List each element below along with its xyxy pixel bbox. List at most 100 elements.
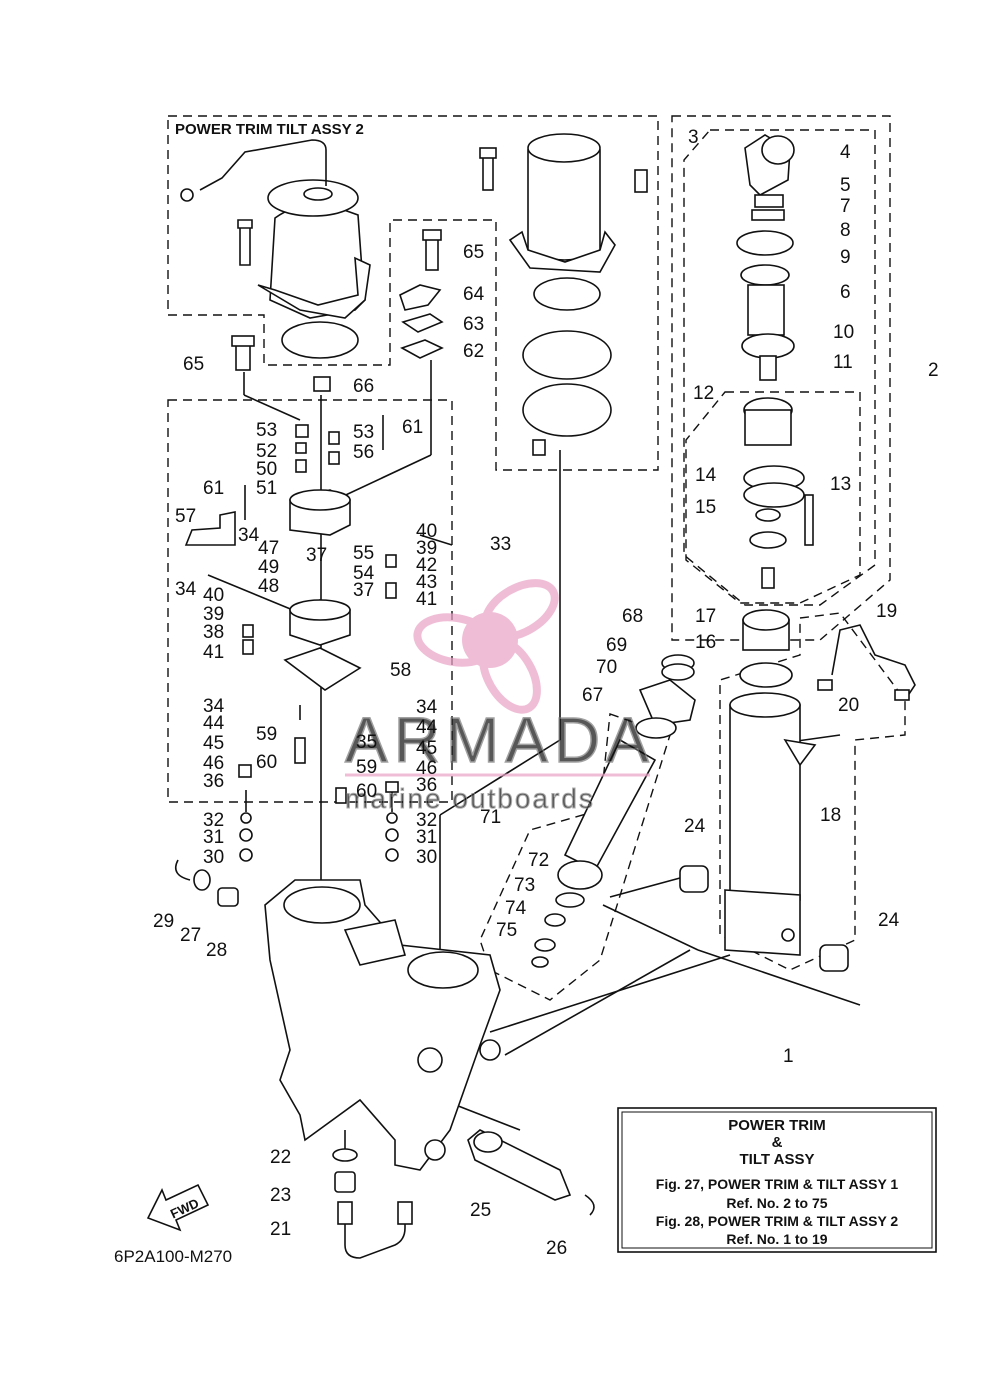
callout: 75 [496,920,517,941]
callout: 32 [203,810,224,831]
callout: 36 [203,771,224,792]
callout: 34 [175,579,197,600]
callout: 11 [833,352,853,373]
callout: 61 [203,478,224,499]
callout-numbers: 1 2 3 4 5 7 8 9 6 10 11 12 13 14 15 17 1… [153,127,939,1259]
callout: 39 [416,538,437,559]
legend-line-1: POWER TRIM [728,1117,826,1134]
callout: 56 [353,442,374,463]
valve-body-assy [184,415,399,862]
callout: 34 [238,525,260,546]
callout: 7 [840,196,851,217]
callout: 69 [606,635,627,656]
callout: 44 [416,717,438,738]
callout: 52 [256,441,277,462]
fwd-arrow-icon: FWD [146,1183,210,1232]
callout: 22 [270,1147,291,1168]
pump-parts-62-66 [231,229,444,392]
callout: 40 [416,521,437,542]
callout: 45 [416,738,437,759]
callout: 45 [203,733,224,754]
callout: 30 [416,847,437,868]
callout: 31 [416,827,437,848]
callout: 44 [203,713,225,734]
armada-watermark: ARMADA marine outboards [344,579,655,815]
assembly-boundaries [167,115,906,1001]
callout: 38 [203,622,224,643]
callout: 24 [878,910,900,931]
manifold-bracket [174,859,501,1171]
callout: 6 [840,282,851,303]
tilt-cylinder-parts [679,134,916,972]
callout: 13 [830,474,851,495]
callout: 46 [203,753,224,774]
callout: 27 [180,925,201,946]
callout: 32 [416,810,437,831]
callout: 29 [153,911,174,932]
callout: 28 [206,940,227,961]
callout: 37 [353,580,374,601]
motor-assy-2 [180,139,371,359]
callout: 15 [695,497,716,518]
callout: 21 [270,1219,291,1240]
callout: 64 [463,284,485,305]
callout: 18 [820,805,841,826]
callout: 2 [928,360,939,381]
callout: 10 [833,322,854,343]
callout: 49 [258,557,279,578]
callout: 31 [203,827,224,848]
callout: 72 [528,850,549,871]
callout: 42 [416,555,437,576]
callout: 33 [490,534,511,555]
callout: 58 [390,660,411,681]
callout: 50 [256,459,277,480]
callout: 62 [463,341,484,362]
watermark-tagline: marine outboards [345,783,595,814]
legend-box: POWER TRIM & TILT ASSY Fig. 27, POWER TR… [617,1107,937,1253]
callout: 23 [270,1185,291,1206]
callout: 30 [203,847,224,868]
callout: 4 [840,142,851,163]
callout: 20 [838,695,859,716]
callout: 37 [306,545,327,566]
callout: 9 [840,247,851,268]
callout: 67 [582,685,603,706]
callout: 65 [463,242,484,263]
callout: 60 [356,781,377,802]
callout: 8 [840,220,851,241]
callout: 71 [480,807,501,828]
callout: 34 [416,697,438,718]
callout: 53 [256,420,277,441]
callout: 46 [416,758,437,779]
piston-parts-67-75 [531,654,696,968]
callout: 12 [693,383,714,404]
callout: 34 [203,696,225,717]
legend-line-4: Fig. 27, POWER TRIM & TILT ASSY 1 [656,1176,899,1192]
callout: 19 [876,601,897,622]
callout: 36 [416,775,437,796]
callout: 43 [416,572,437,593]
callout: 26 [546,1238,567,1259]
callout: 57 [175,506,196,527]
callout: 41 [416,589,437,610]
callout: 24 [684,816,706,837]
callout: 68 [622,606,643,627]
lower-parts [332,1129,595,1259]
callout: 48 [258,576,279,597]
callout: 5 [840,175,851,196]
legend-line-6: Fig. 28, POWER TRIM & TILT ASSY 2 [656,1213,899,1229]
legend-line-3: TILT ASSY [740,1151,815,1168]
callout: 74 [505,898,527,919]
callout: 53 [353,422,374,443]
legend-line-7: Ref. No. 1 to 19 [726,1231,827,1247]
callout: 39 [203,604,224,625]
callout: 51 [256,478,277,499]
legend-line-2: & [772,1134,783,1151]
callout: 70 [596,657,617,678]
callout: 1 [783,1046,794,1067]
callout: 25 [470,1200,491,1221]
callout: 73 [514,875,535,896]
subassembly-title: POWER TRIM TILT ASSY 2 [175,121,364,138]
watermark-brand: ARMADA [345,704,655,776]
